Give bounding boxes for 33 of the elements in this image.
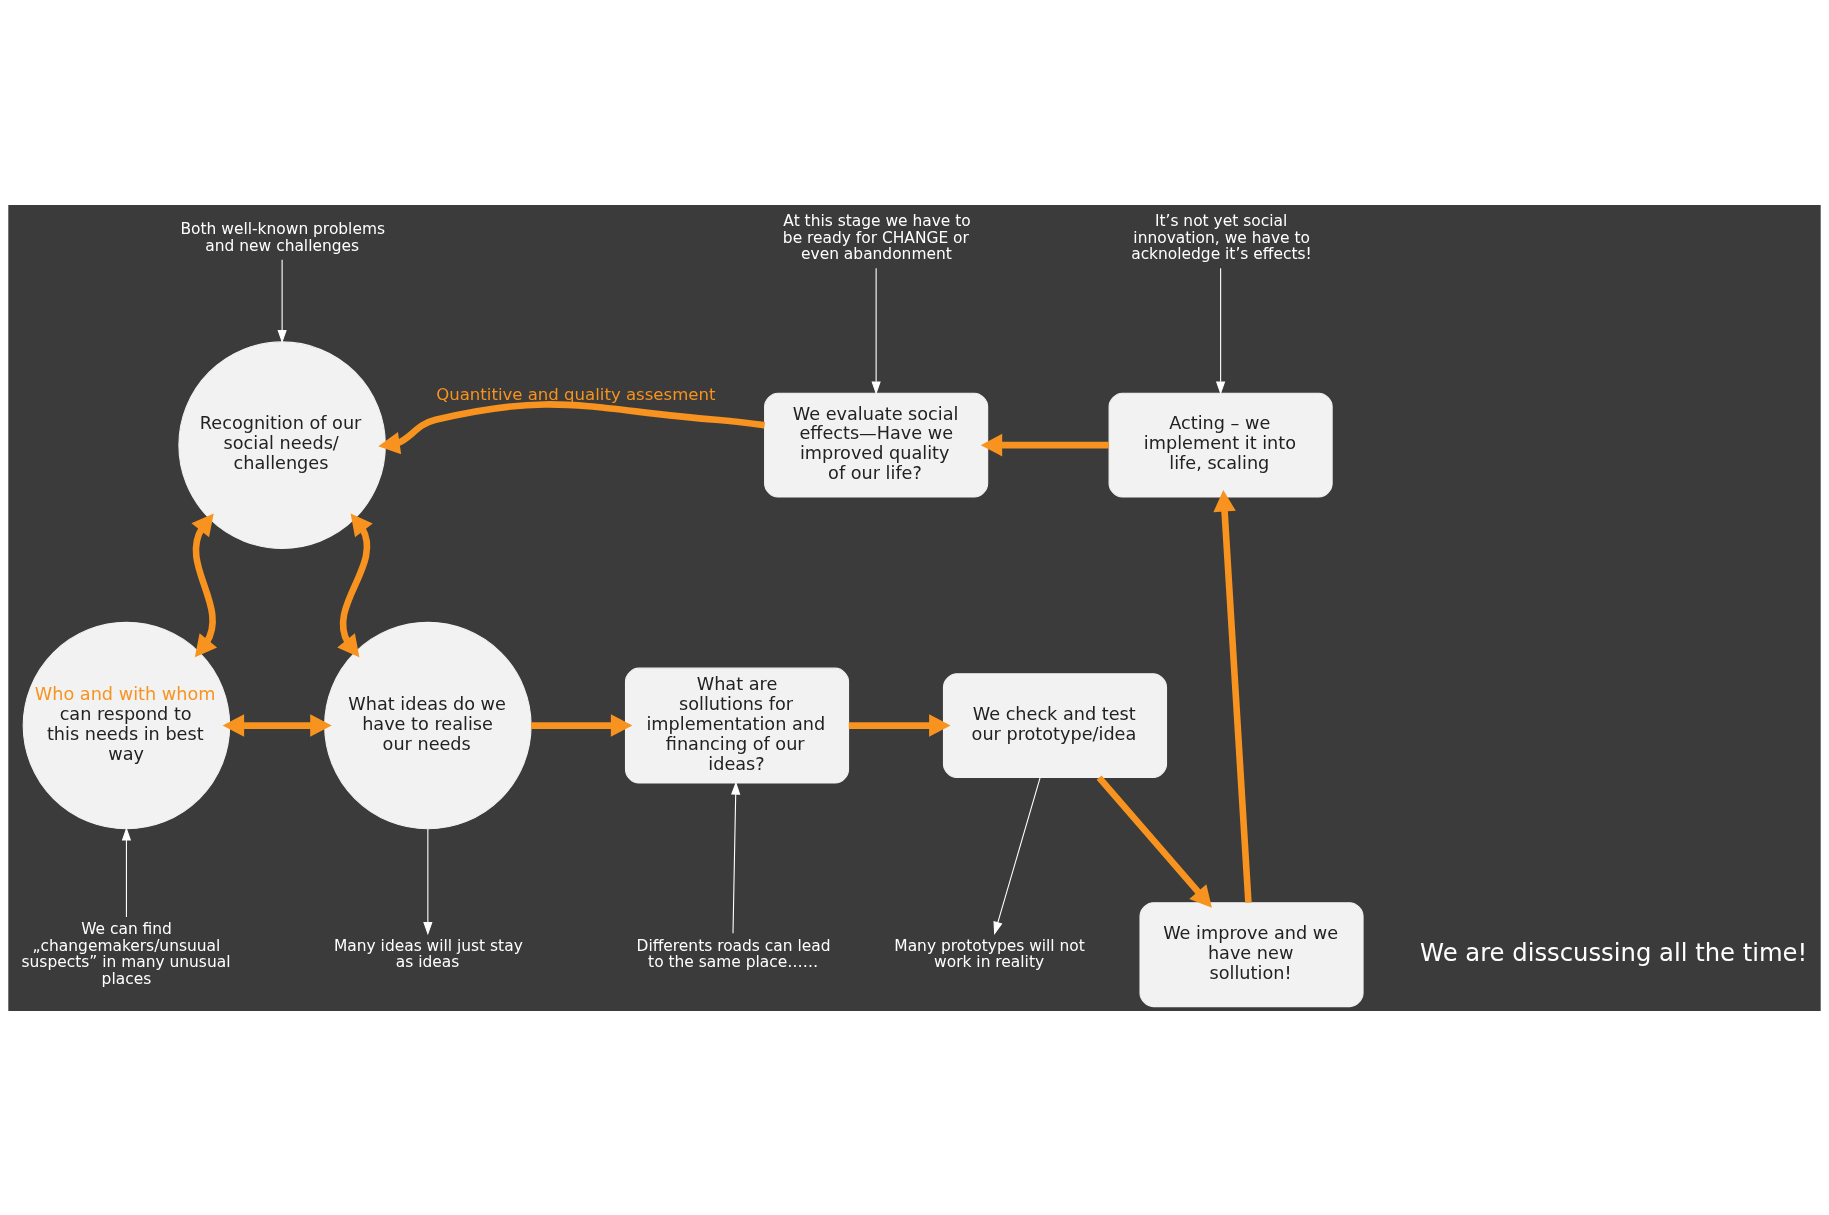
node-text: At this stage we have to be ready for CHANGE or even abandonment — [782, 211, 971, 263]
arrow — [222, 713, 332, 737]
arrow — [1213, 489, 1252, 903]
label: We are disscussing all the time! — [1420, 937, 1808, 967]
arrow — [1096, 774, 1212, 908]
node-box: We check and test our prototype/idea — [942, 672, 1168, 778]
node-text: Both well-known problems and new challenges — [180, 219, 386, 255]
arrow — [1215, 267, 1226, 395]
node-text: We can find „changemakers/unsuual suspects” in many unusual places — [21, 919, 231, 988]
arrow — [191, 513, 218, 657]
arrow — [337, 513, 373, 657]
node-circle: What ideas do we have to realise our needs — [324, 621, 532, 829]
arrow — [121, 826, 132, 918]
arrow — [993, 776, 1041, 935]
node-circle: Recognition of our social needs/ challenges — [178, 340, 386, 549]
arrow — [378, 400, 765, 454]
edge-label: Quantitive and quality assesment — [436, 384, 716, 404]
node-circle: Who and with whom can respond to this needs in best way — [22, 621, 231, 829]
arrow — [871, 267, 881, 395]
node-text: Many prototypes will not work in reality — [894, 935, 1085, 971]
arrow — [731, 780, 741, 934]
node-box: Acting – we implement it into life, scaling — [1108, 392, 1333, 498]
node-box: What are sollutions for implementation and financing of our ideas? — [624, 667, 850, 784]
node-text: Differents roads can lead to the same place…… — [636, 935, 831, 971]
arrow — [277, 258, 287, 343]
node-box: We improve and we have new sollution! — [1139, 901, 1364, 1007]
node-text: It’s not yet social innovation, we have to acknoledge it’s effects! — [1131, 211, 1312, 263]
node-box: We evaluate social effects—Have we improved quality of our life? — [764, 392, 989, 498]
arrow — [848, 713, 951, 737]
node-text: Many ideas will just stay as ideas — [334, 935, 523, 971]
arrow — [423, 827, 433, 935]
arrow — [531, 713, 633, 737]
arrow — [980, 433, 1109, 456]
